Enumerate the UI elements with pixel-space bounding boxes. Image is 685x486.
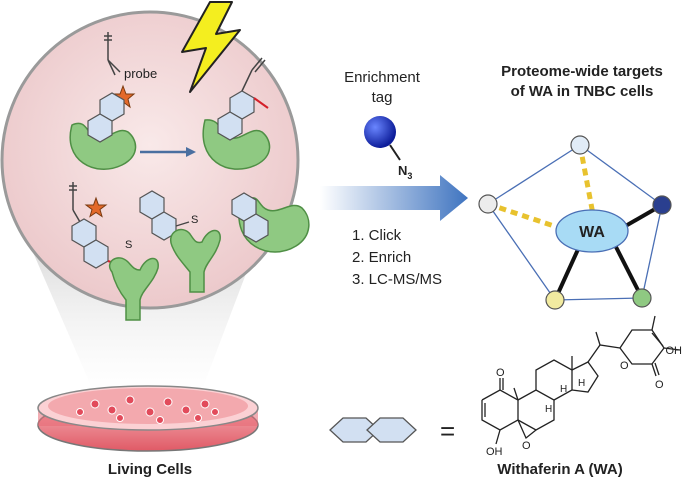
network-edge-strong — [553, 244, 582, 301]
step-enrich: 2. Enrich — [352, 249, 411, 266]
network-title-line1: Proteome-wide targets — [501, 63, 663, 80]
network-edge-dashed — [487, 201, 561, 231]
label-o-ketone-a: O — [496, 367, 505, 379]
sulfur-label-middle: S — [191, 214, 198, 226]
living-cells-label: Living Cells — [108, 461, 192, 478]
wa-hexagons-lower-right — [231, 192, 269, 243]
label-oh-top: OH — [666, 345, 683, 357]
dish-cells — [76, 395, 219, 424]
wa-symbol-hexagons — [329, 417, 417, 443]
label-oh-bottom: OH — [486, 446, 503, 458]
compound-name-label: Withaferin A (WA) — [497, 461, 622, 478]
protein-lower-middle — [169, 228, 221, 293]
wa-center-label: WA — [579, 224, 605, 241]
probe-hexagons-top-left — [87, 92, 125, 143]
thioether-bond — [175, 221, 190, 227]
label-o-ketone-b: O — [655, 379, 664, 391]
probe-molecule-lower — [69, 182, 81, 223]
tag-linker — [389, 144, 401, 161]
probe-label: probe — [124, 66, 157, 81]
network-node-bottom-left — [545, 290, 565, 310]
label-h1: H — [545, 404, 552, 415]
bound-probe-hexagons — [217, 90, 255, 141]
network-edge-dashed — [577, 144, 598, 226]
equals-sign: = — [440, 416, 455, 446]
label-h2: H — [560, 384, 567, 395]
enrichment-tag-label-line2: tag — [372, 89, 393, 106]
network-node-left — [478, 194, 498, 214]
label-o-lactone: O — [620, 360, 629, 372]
probe-molecule — [104, 32, 121, 76]
enrichment-tag-label-line1: Enrichment — [344, 69, 421, 86]
protein-lower-left — [108, 257, 159, 321]
petri-dish — [37, 385, 259, 452]
wa-center-node — [555, 209, 629, 253]
workflow-arrow — [320, 175, 468, 221]
network-outline — [487, 144, 663, 301]
reaction-arrowhead — [186, 147, 196, 157]
label-h3: H — [578, 378, 585, 389]
withaferin-a-structure — [481, 315, 681, 445]
network-node-right — [652, 195, 672, 215]
azide-label: N3 — [398, 163, 412, 181]
step-click: 1. Click — [352, 227, 402, 244]
lightning-bolt-icon — [181, 1, 241, 93]
network-node-bottom-right — [632, 288, 652, 308]
network-edge-strong — [613, 244, 644, 299]
star-icon — [84, 196, 108, 218]
enrichment-tag-bead — [364, 116, 396, 148]
sulfur-label-left: S — [125, 239, 132, 251]
wa-hexagons-lower-middle — [139, 190, 177, 241]
step-lcms: 3. LC-MS/MS — [352, 271, 442, 288]
bound-probe-alkyne — [241, 57, 269, 109]
network-title-line2: of WA in TNBC cells — [511, 83, 654, 100]
wa-hexagons-lower-left — [71, 218, 109, 269]
network-node-top — [570, 135, 590, 155]
label-o-epoxide: O — [522, 440, 531, 452]
